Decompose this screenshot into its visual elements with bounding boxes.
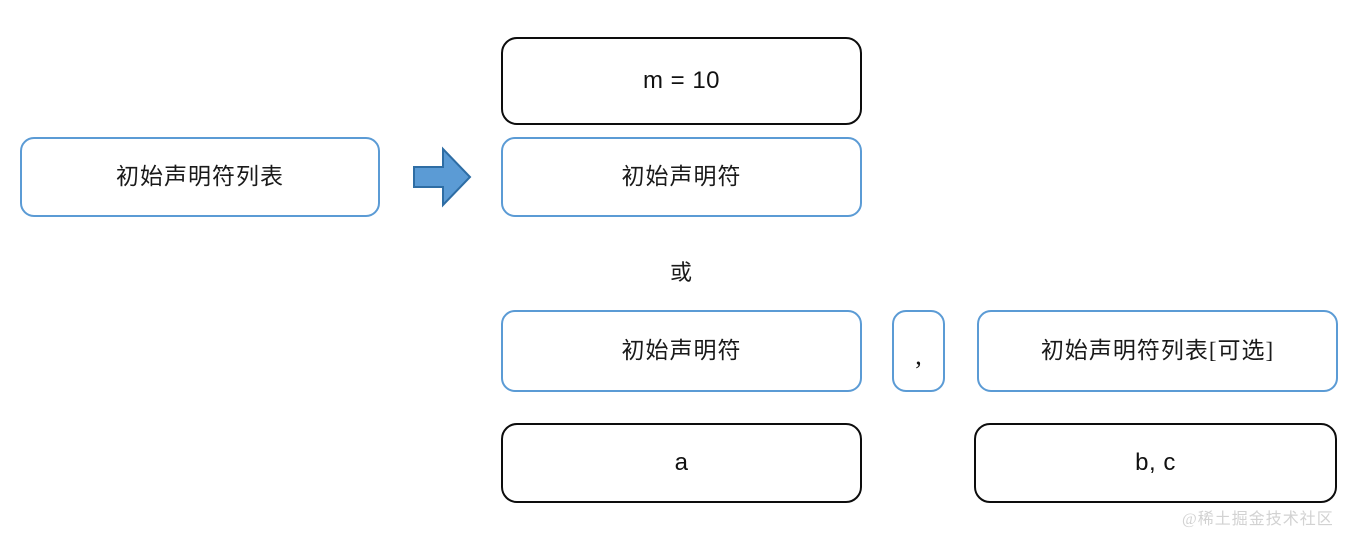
example-node-assignment[interactable]: m = 10	[501, 37, 862, 125]
production-2-tail-node[interactable]: 初始声明符列表[可选]	[977, 310, 1338, 392]
production-2-rule-node[interactable]: 初始声明符	[501, 310, 862, 392]
production-1-rule-node[interactable]: 初始声明符	[501, 137, 862, 217]
source-node-label: 初始声明符列表	[116, 164, 284, 190]
production-2-separator-label: ,	[915, 340, 922, 370]
production-2-rule-label: 初始声明符	[621, 338, 742, 364]
alternation-connector: 或	[641, 255, 721, 287]
alternation-connector-label: 或	[669, 260, 692, 285]
production-2-tail-label: 初始声明符列表[可选]	[1040, 338, 1275, 364]
watermark: @稀土掘金技术社区	[1182, 511, 1334, 528]
example-node-bc[interactable]: b, c	[974, 423, 1337, 503]
production-1-rule-label: 初始声明符	[621, 164, 742, 190]
example-node-a[interactable]: a	[501, 423, 862, 503]
source-node-initializer-list[interactable]: 初始声明符列表	[20, 137, 380, 217]
example-node-a-label: a	[674, 449, 689, 476]
example-node-assignment-label: m = 10	[642, 67, 721, 94]
right-block-arrow-icon	[412, 146, 472, 208]
example-node-bc-label: b, c	[1135, 449, 1176, 476]
production-2-separator-node[interactable]: ,	[892, 310, 945, 392]
